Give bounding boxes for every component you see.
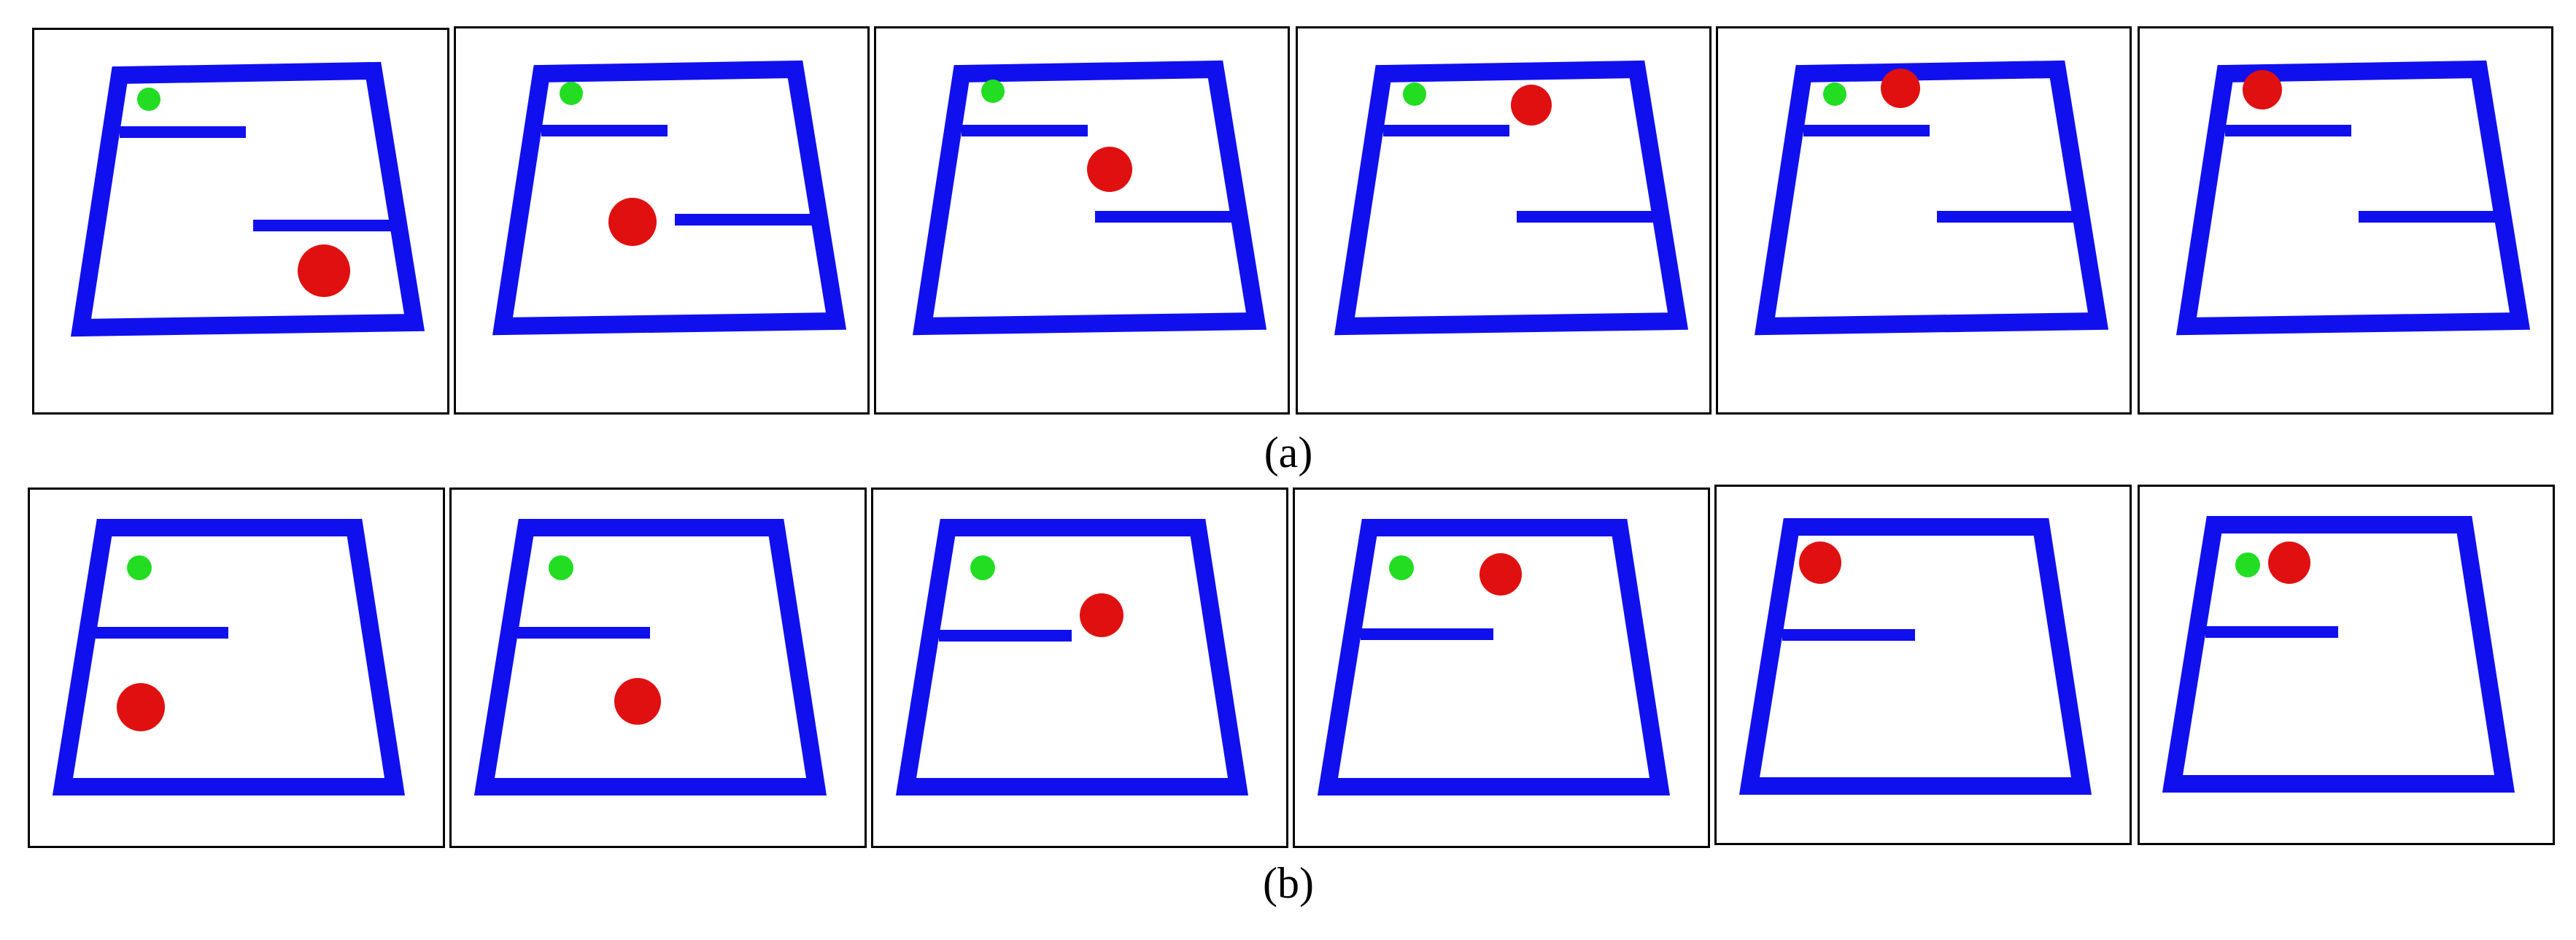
goal-marker: [1403, 82, 1426, 106]
agent-sphere: [614, 678, 661, 725]
goal-marker: [549, 555, 573, 580]
goal-marker: [2235, 552, 2260, 577]
caption-a: (a): [1264, 428, 1313, 477]
panel-a2: [454, 26, 870, 415]
goal-marker: [1389, 555, 1414, 580]
maze-walls: [70, 61, 425, 337]
maze-walls: [492, 60, 847, 336]
maze-walls: [2162, 516, 2515, 793]
agent-sphere: [1480, 553, 1522, 596]
goal-marker: [560, 82, 583, 105]
goal-marker: [981, 80, 1005, 103]
panel-a1: [32, 28, 449, 415]
goal-marker: [137, 88, 160, 111]
panel-b6: [2138, 485, 2555, 845]
agent-sphere: [2243, 70, 2282, 109]
panel-b4: [1293, 488, 1710, 848]
panel-b1: [28, 488, 445, 848]
panel-b5: [1714, 485, 2132, 845]
agent-sphere: [298, 244, 350, 297]
maze-walls: [1334, 60, 1689, 336]
agent-sphere: [1881, 69, 1920, 108]
maze-walls: [2175, 60, 2531, 336]
panel-b3: [871, 488, 1288, 848]
goal-marker: [127, 555, 152, 580]
agent-sphere: [1080, 593, 1123, 637]
maze-walls: [895, 519, 1249, 795]
agent-sphere: [1799, 542, 1841, 584]
panel-a6: [2138, 26, 2553, 415]
maze-walls: [473, 519, 827, 795]
goal-marker: [1823, 82, 1846, 106]
agent-sphere: [117, 683, 165, 731]
goal-marker: [970, 555, 995, 580]
maze-walls: [52, 519, 406, 795]
maze-walls: [1754, 60, 2109, 336]
panel-b2: [449, 488, 867, 848]
maze-walls: [912, 60, 1267, 336]
panel-a3: [874, 26, 1290, 415]
agent-sphere: [2268, 542, 2310, 584]
panel-a5: [1716, 26, 2132, 415]
maze-walls: [1317, 519, 1671, 795]
agent-sphere: [1087, 147, 1132, 192]
agent-sphere: [1511, 85, 1552, 126]
caption-b: (b): [1263, 859, 1314, 907]
agent-sphere: [608, 198, 657, 246]
maze-walls: [1738, 518, 2092, 795]
panel-a4: [1296, 26, 1711, 415]
